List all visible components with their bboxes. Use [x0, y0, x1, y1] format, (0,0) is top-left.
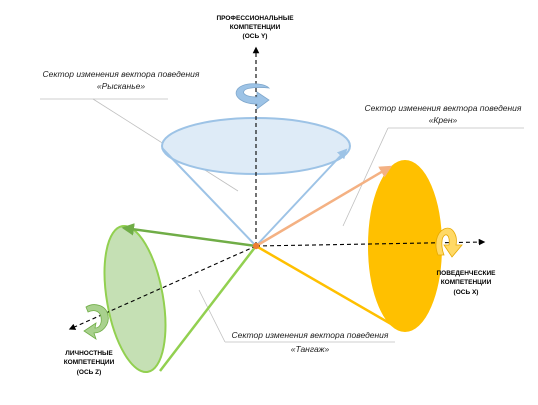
leader-lines: [40, 98, 524, 343]
pitch-leader-line: [198, 289, 226, 343]
axis-y-label-line1: ПРОФЕССИОНАЛЬНЫЕ: [216, 15, 294, 22]
pitch-vector: [121, 223, 257, 248]
pitch-cone-edge: [159, 245, 257, 372]
axis-x: [255, 238, 486, 247]
axis-z-label-line2: КОМПЕТЕНЦИИ: [64, 359, 115, 366]
pitch-sector-label-line2: «Тангаж»: [291, 344, 330, 354]
yaw-cone-right-edge: [255, 148, 348, 247]
roll-sector-label-line2: «Крен»: [429, 115, 458, 125]
roll-sector: [255, 160, 442, 332]
axis-y-label: ПРОФЕССИОНАЛЬНЫЕ КОМПЕТЕНЦИИ (ОСЬ Y): [216, 15, 294, 40]
axis-x-label-line1: ПОВЕДЕНЧЕСКИЕ: [437, 270, 497, 277]
yaw-sector-label: Сектор изменения вектора поведения «Рыск…: [43, 69, 200, 91]
axis-y-label-line2: КОМПЕТЕНЦИИ: [230, 24, 281, 31]
axis-y-label-line3: (ОСЬ Y): [243, 33, 268, 40]
yaw-sector-label-line2: «Рысканье»: [97, 81, 146, 91]
roll-disk: [368, 160, 442, 332]
roll-sector-label: Сектор изменения вектора поведения «Крен…: [365, 103, 522, 125]
roll-cone-edge: [255, 244, 399, 330]
yaw-rotation-icon: [235, 83, 271, 110]
origin-point: [252, 242, 260, 250]
axis-x-label: ПОВЕДЕНЧЕСКИЕ КОМПЕТЕНЦИИ (ОСЬ X): [437, 270, 497, 296]
axis-z-label-line3: (ОСЬ Z): [77, 369, 102, 376]
roll-leader-line: [342, 127, 389, 227]
pitch-sector-label-line1: Сектор изменения вектора поведения: [232, 330, 389, 340]
pitch-sector-label: Сектор изменения вектора поведения «Танг…: [232, 330, 389, 354]
axis-z-label: ЛИЧНОСТНЫЕ КОМПЕТЕНЦИИ (ОСЬ Z): [64, 350, 115, 376]
axis-x-label-line2: КОМПЕТЕНЦИИ: [441, 279, 492, 286]
axis-x-label-line3: (ОСЬ X): [454, 289, 479, 296]
roll-sector-label-line1: Сектор изменения вектора поведения: [365, 103, 522, 113]
roll-rotation-icon: [435, 227, 463, 258]
pitch-rotation-icon: [83, 304, 109, 340]
pitch-sector: [103, 223, 257, 374]
axis-z-label-line1: ЛИЧНОСТНЫЕ: [65, 350, 113, 357]
yaw-sector-label-line1: Сектор изменения вектора поведения: [43, 69, 200, 79]
yaw-cone-left-edge: [161, 147, 257, 247]
roll-vector: [255, 165, 393, 248]
